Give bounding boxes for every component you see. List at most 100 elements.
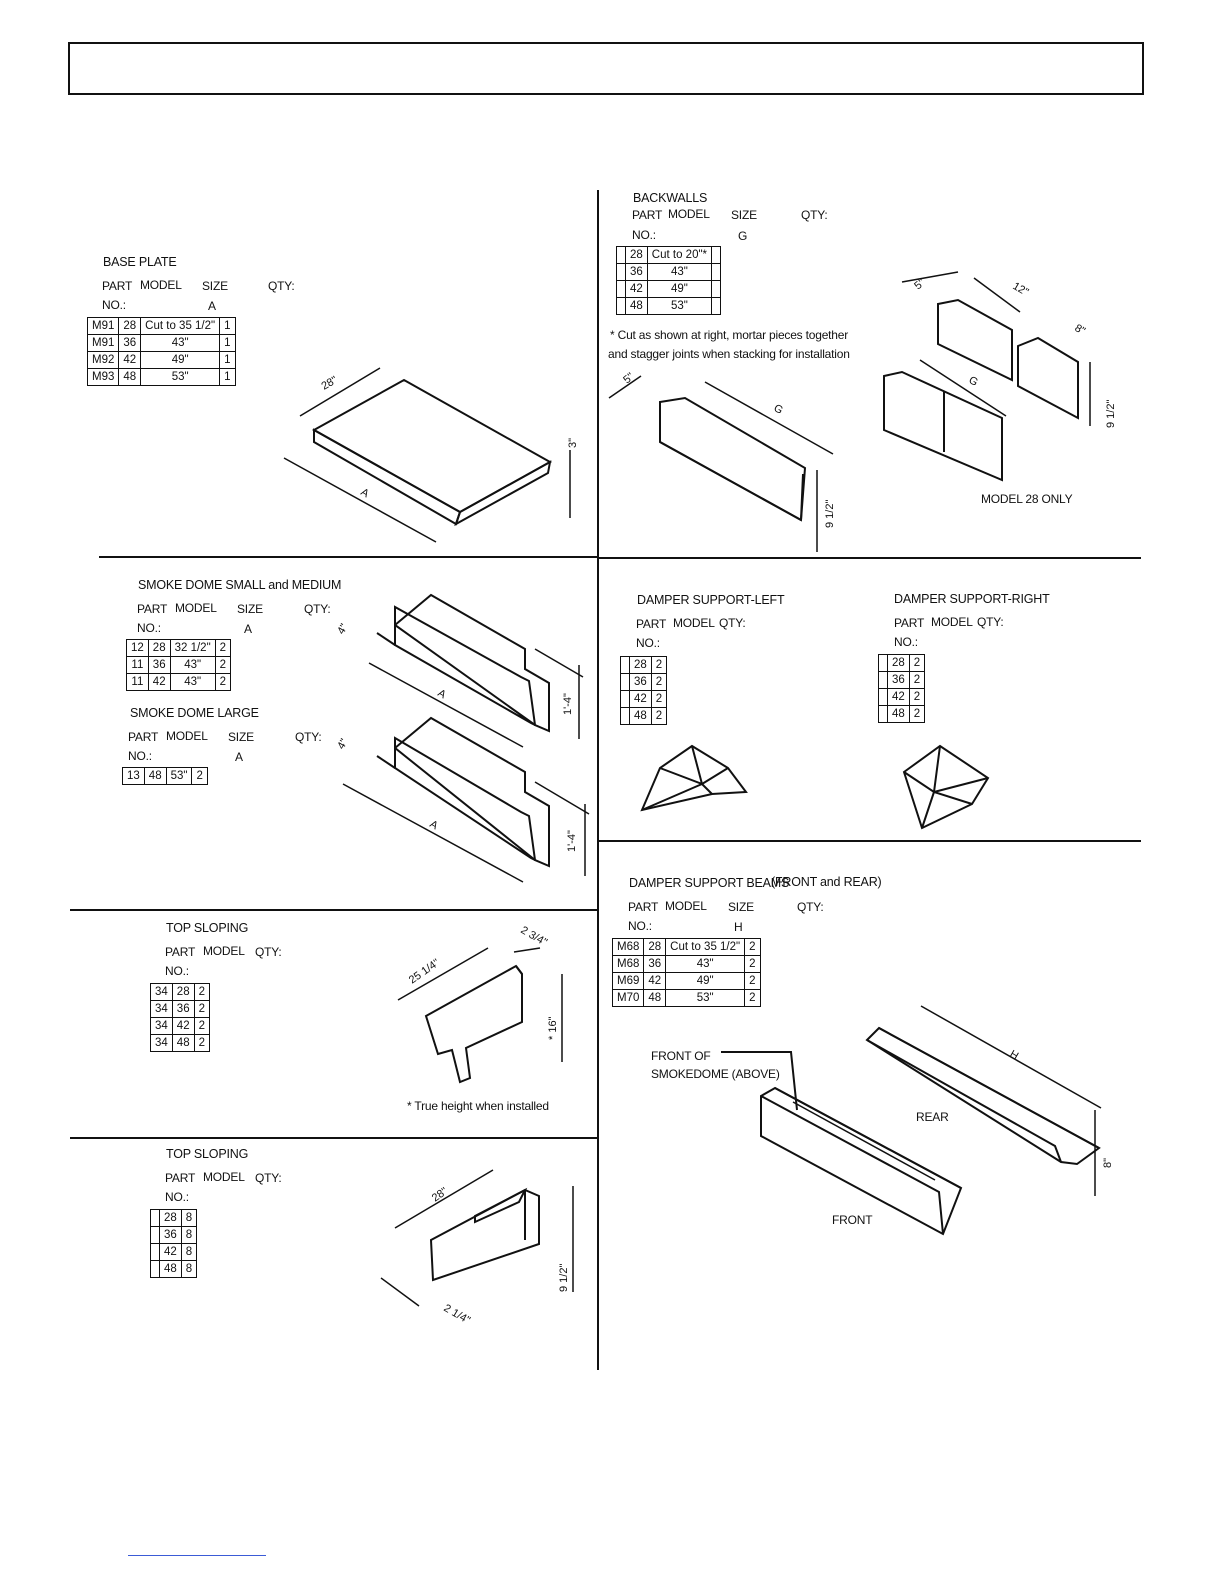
- cell-qty: [711, 246, 722, 264]
- cell-part: [620, 656, 630, 674]
- header-model: MODEL: [673, 616, 715, 630]
- cell-size: 53": [165, 767, 193, 785]
- cell-part: 34: [150, 1000, 173, 1018]
- header-no: NO.:: [165, 964, 189, 978]
- cell-size: 43": [665, 955, 746, 973]
- header-model: MODEL: [140, 278, 182, 292]
- dim-length: G: [772, 402, 785, 417]
- cell-part: M68: [611, 938, 645, 956]
- cell-model: 42: [887, 688, 910, 706]
- vertical-divider: [597, 190, 599, 1370]
- cell-qty: 1: [219, 368, 236, 386]
- dim-width: 28": [320, 374, 340, 393]
- header-qty: QTY:: [719, 616, 746, 630]
- cell-part: M91: [86, 317, 120, 335]
- header-size-key: A: [244, 622, 252, 636]
- header-model: MODEL: [203, 1170, 245, 1184]
- cell-qty: 2: [650, 656, 668, 674]
- header-no: NO.:: [636, 636, 660, 650]
- cell-model: 36: [147, 656, 171, 674]
- callout-line2: SMOKEDOME (ABOVE): [651, 1067, 780, 1081]
- cell-model: 28: [147, 639, 171, 657]
- cell-model: 28: [625, 246, 648, 264]
- cell-model: 42: [118, 351, 142, 369]
- cell-size: 49": [646, 280, 713, 298]
- header-part: PART: [628, 900, 659, 914]
- divider-left-2: [70, 909, 598, 911]
- cell-model: 48: [171, 1034, 195, 1052]
- cell-qty: 1: [219, 334, 236, 352]
- cell-qty: 8: [180, 1226, 198, 1244]
- cell-model: 36: [159, 1226, 182, 1244]
- cell-qty: 2: [650, 673, 668, 691]
- header-part: PART: [128, 730, 159, 744]
- cell-qty: 2: [744, 955, 761, 973]
- cell-part: [620, 690, 630, 708]
- header-no: NO.:: [165, 1190, 189, 1204]
- dim-length: G: [967, 374, 980, 389]
- cell-size: 32 1/2": [169, 639, 216, 657]
- header-no: NO.:: [894, 635, 918, 649]
- cell-qty: [711, 280, 722, 298]
- cell-model: 48: [629, 707, 652, 725]
- cell-size: 49": [140, 351, 221, 369]
- cell-model: 28: [171, 983, 195, 1001]
- section-title: BACKWALLS: [633, 191, 708, 205]
- dim-height: 9 1/2": [1105, 400, 1117, 428]
- header-model: MODEL: [931, 615, 973, 629]
- cell-part: [878, 705, 888, 723]
- cell-size: 43": [169, 673, 216, 691]
- header-model: MODEL: [665, 899, 707, 913]
- cell-qty: 2: [193, 1034, 211, 1052]
- cell-qty: 2: [193, 983, 211, 1001]
- cell-size: 49": [665, 972, 746, 990]
- cell-qty: 2: [650, 690, 668, 708]
- cell-model: 42: [625, 280, 648, 298]
- cell-model: 42: [159, 1243, 182, 1261]
- dim-height: 9 1/2": [558, 1264, 570, 1292]
- cell-part: 34: [150, 1017, 173, 1035]
- section-title: TOP SLOPING: [166, 1147, 249, 1161]
- damper-beams-drawing: H 8": [721, 1005, 1114, 1236]
- dim-thick: 5": [621, 371, 636, 387]
- smoke-dome-sm-drawing: 4" A 1'-4": [335, 593, 584, 748]
- height-note: * True height when installed: [407, 1099, 549, 1113]
- cell-size: Cut to 35 1/2": [140, 317, 221, 335]
- cell-qty: 8: [180, 1260, 198, 1278]
- dim-piece1: 12": [1011, 280, 1031, 299]
- header-model: MODEL: [668, 207, 710, 221]
- cell-part: 12: [126, 639, 149, 657]
- cell-qty: 2: [214, 639, 232, 657]
- backwall-drawing: 5" G 9 1/2": [608, 371, 836, 552]
- header-size-key: A: [235, 750, 243, 764]
- cell-qty: 2: [908, 654, 926, 672]
- top-sloping-2-drawing: 28" 9 1/2" 2 1/4": [380, 1169, 574, 1327]
- cell-model: 36: [118, 334, 142, 352]
- cell-size: 43": [140, 334, 221, 352]
- header-part: PART: [894, 616, 925, 630]
- cell-part: [616, 297, 626, 315]
- header-model: MODEL: [203, 944, 245, 958]
- cell-qty: 2: [193, 1000, 211, 1018]
- divider-right-1: [598, 557, 1141, 559]
- cell-part: [616, 263, 626, 281]
- cell-model: 36: [625, 263, 648, 281]
- cell-qty: 2: [908, 688, 926, 706]
- cell-part: 13: [122, 767, 145, 785]
- cell-qty: 8: [180, 1243, 198, 1261]
